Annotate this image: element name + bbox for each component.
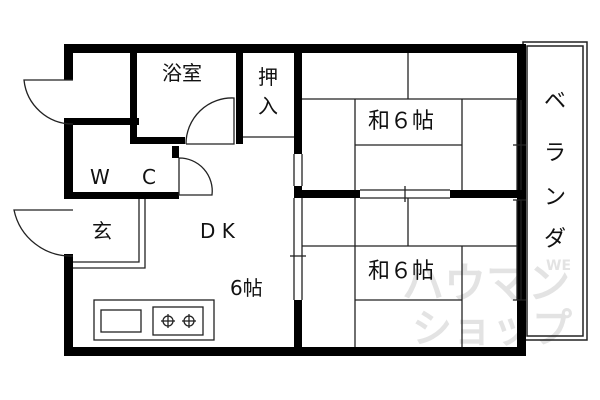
watermark-small: WE	[546, 258, 571, 274]
label-entrance: 玄	[92, 219, 112, 243]
label-wc-c: C	[142, 165, 156, 189]
veranda-char: ラ	[544, 141, 566, 166]
interior-lines	[73, 53, 526, 347]
stove-icon	[152, 306, 204, 336]
veranda-label: ベ ラ ン ダ	[544, 89, 566, 252]
room-labels: 浴室 押 入 W C 玄 D K 6帖 和６帖 和６帖	[90, 61, 434, 300]
label-wc-w: W	[90, 165, 110, 189]
label-dk-size: 6帖	[230, 276, 263, 300]
burner-icon	[182, 314, 196, 328]
burner-icon	[161, 314, 175, 328]
label-closet-top: 押	[258, 65, 278, 89]
label-closet-bottom: 入	[258, 94, 278, 118]
label-dk: D K	[200, 219, 236, 243]
veranda-char: ダ	[544, 227, 566, 252]
label-tatami-bottom: 和６帖	[368, 259, 434, 284]
kitchen-counter	[93, 299, 215, 341]
veranda-char: ン	[544, 185, 566, 210]
watermark-line2: ショップ	[412, 306, 572, 352]
doors	[13, 79, 235, 257]
label-tatami-top: 和６帖	[368, 109, 434, 134]
label-bath: 浴室	[162, 61, 202, 85]
sink-icon	[100, 309, 142, 333]
veranda-char: ベ	[544, 89, 566, 114]
